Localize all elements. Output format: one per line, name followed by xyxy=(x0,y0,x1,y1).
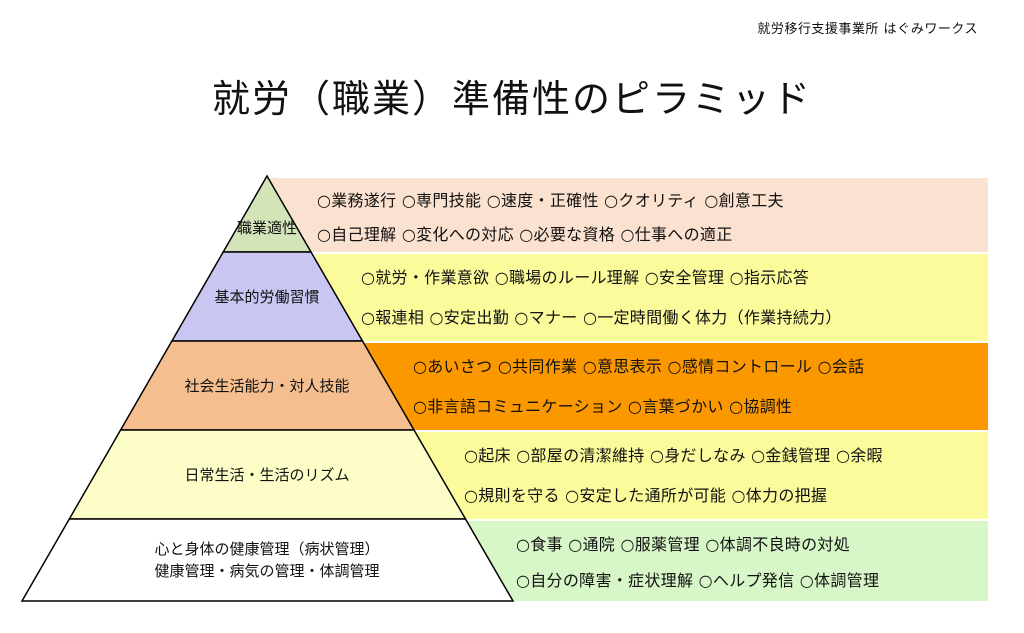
band-daily-life-rhythm: ○起床 ○部屋の清潔維持 ○身だしなみ ○金銭管理 ○余暇 ○規則を守る ○安定… xyxy=(415,432,988,519)
band-row: ○報連相 ○安定出勤 ○マナー ○一定時間働く体力（作業持続力） xyxy=(361,308,842,327)
level-label-line: 心と身体の健康管理（病状管理） xyxy=(154,540,380,558)
level-label: 心と身体の健康管理（病状管理） 健康管理・病気の管理・体調管理 xyxy=(154,538,379,582)
band-basic-work-habits: ○就労・作業意欲 ○職場のルール理解 ○安全管理 ○指示応答 ○報連相 ○安定出… xyxy=(315,254,988,341)
band-row: ○業務遂行 ○専門技能 ○速度・正確性 ○クオリティ ○創意工夫 xyxy=(317,191,784,210)
band-row: ○就労・作業意欲 ○職場のルール理解 ○安全管理 ○指示応答 xyxy=(361,268,810,287)
band-row: ○自己理解 ○変化への対応 ○必要な資格 ○仕事への適正 xyxy=(317,225,733,244)
level-label: 職業適性 xyxy=(236,219,298,237)
pyramid-level-vocational-aptitude xyxy=(221,174,313,253)
band-row: ○非言語コミュニケーション ○言葉づかい ○協調性 xyxy=(413,397,793,416)
band-social-skills: ○あいさつ ○共同作業 ○意思表示 ○感情コントロール ○会話 ○非言語コミュニ… xyxy=(365,343,988,430)
band-row: ○自分の障害・症状理解 ○ヘルプ発信 ○体調管理 xyxy=(516,571,880,590)
band-vocational-aptitude: ○業務遂行 ○専門技能 ○速度・正確性 ○クオリティ ○創意工夫 ○自己理解 ○… xyxy=(268,178,988,252)
band-row: ○食事 ○通院 ○服薬管理 ○体調不良時の対処 xyxy=(516,535,851,554)
band-health-management: ○食事 ○通院 ○服薬管理 ○体調不良時の対処 ○自分の障害・症状理解 ○ヘルプ… xyxy=(465,521,988,601)
level-label: 社会生活能力・対人技能 xyxy=(184,376,350,395)
level-label-line: 健康管理・病気の管理・体調管理 xyxy=(154,562,380,580)
pyramid-level-health-management xyxy=(20,518,515,602)
level-label: 日常生活・生活のリズム xyxy=(184,465,350,484)
level-label: 基本的労働習慣 xyxy=(214,287,320,306)
organization-name: 就労移行支援事業所 はぐみワークス xyxy=(757,22,978,37)
band-row: ○起床 ○部屋の清潔維持 ○身だしなみ ○金銭管理 ○余暇 xyxy=(464,446,883,465)
band-row: ○あいさつ ○共同作業 ○意思表示 ○感情コントロール ○会話 xyxy=(413,357,865,376)
band-row: ○規則を守る ○安定した通所が可能 ○体力の把握 xyxy=(464,486,828,505)
page-title: 就労（職業）準備性のピラミッド xyxy=(211,77,812,121)
